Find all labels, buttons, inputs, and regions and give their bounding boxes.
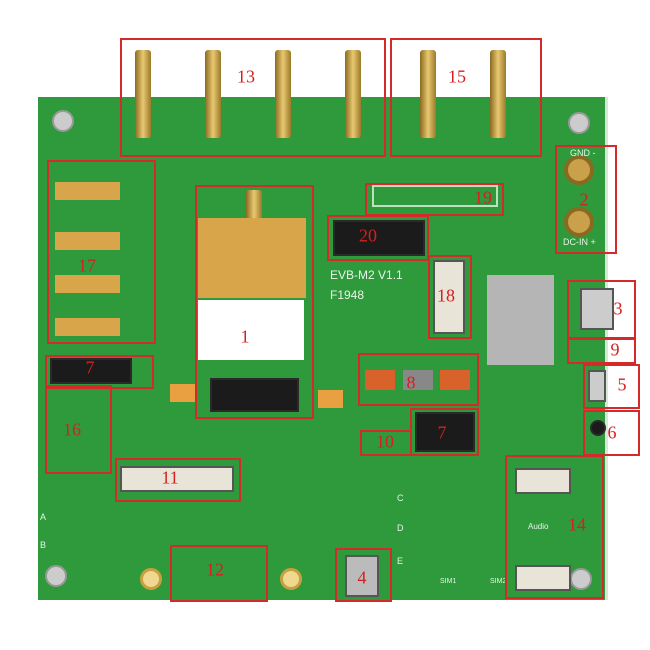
callout-box-19 xyxy=(365,183,504,216)
callout-box-14 xyxy=(505,455,604,599)
callout-label-6: 6 xyxy=(607,422,617,443)
sma-connector xyxy=(420,50,436,138)
row-label-a: A xyxy=(40,512,47,522)
row-label-b: B xyxy=(40,540,47,550)
sma-connector xyxy=(490,50,506,138)
sma-connector xyxy=(246,190,262,220)
callout-label-18: 18 xyxy=(437,285,455,306)
callout-box-8 xyxy=(358,353,479,406)
callout-box-20 xyxy=(327,215,429,261)
callout-box-9 xyxy=(567,338,636,364)
sma-connector xyxy=(135,50,151,138)
row-label-c: C xyxy=(397,493,404,503)
dip-switch[interactable] xyxy=(403,370,433,390)
callout-label-8: 8 xyxy=(406,372,416,393)
callout-box-12 xyxy=(170,545,268,602)
row-label-d: D xyxy=(397,523,404,533)
sim-holder xyxy=(580,288,614,330)
capacitor xyxy=(170,384,195,402)
callout-label-5: 5 xyxy=(617,374,627,395)
sma-connector xyxy=(275,50,291,138)
callout-box-13 xyxy=(120,38,386,157)
callout-box-1 xyxy=(195,185,314,419)
callout-label-13: 13 xyxy=(237,66,255,87)
callout-box-11 xyxy=(115,458,241,502)
antenna-pad xyxy=(55,182,120,200)
slide-switch xyxy=(588,370,606,402)
dip-switch[interactable] xyxy=(440,370,470,390)
callout-label-10: 10 xyxy=(376,431,394,452)
callout-box-10 xyxy=(360,430,412,456)
callout-label-7-left: 7 xyxy=(85,357,95,378)
callout-label-14: 14 xyxy=(568,514,586,535)
callout-box-5 xyxy=(583,364,640,409)
audio-connector xyxy=(515,468,571,494)
board-code: F1948 xyxy=(330,288,365,302)
rf-shield xyxy=(487,275,554,365)
screw xyxy=(52,110,74,132)
m2-slot xyxy=(210,378,299,412)
row-label-e: E xyxy=(397,556,404,566)
fpc-connector xyxy=(433,260,465,334)
dip-switch[interactable] xyxy=(365,370,395,390)
callout-label-4: 4 xyxy=(357,567,367,588)
gnd-label: GND - xyxy=(570,148,596,158)
push-button[interactable] xyxy=(590,420,606,436)
callout-box-18 xyxy=(428,255,472,339)
module-shield-pad xyxy=(198,218,306,298)
mount-hole xyxy=(280,568,302,590)
callout-box-3 xyxy=(567,280,636,339)
callout-box-2 xyxy=(555,145,617,254)
sim2-label: SIM2 xyxy=(490,578,507,585)
callout-box-15 xyxy=(390,38,542,157)
callout-box-6 xyxy=(583,410,640,456)
callout-label-7-right: 7 xyxy=(437,422,447,443)
callout-label-16: 16 xyxy=(63,419,81,440)
callout-label-1: 1 xyxy=(240,326,250,347)
callout-label-2: 2 xyxy=(579,189,589,210)
antenna-pad xyxy=(55,275,120,293)
antenna-pad xyxy=(55,318,120,336)
fpc-connector xyxy=(120,466,234,492)
audio-label: Audio xyxy=(528,522,549,531)
gnd-jack xyxy=(564,155,594,185)
pin-header xyxy=(415,412,475,452)
callout-box-4 xyxy=(335,548,392,602)
antenna-pad xyxy=(55,232,120,250)
sim1-label: SIM1 xyxy=(440,578,457,585)
callout-box-7-left xyxy=(45,355,154,389)
sma-connector xyxy=(205,50,221,138)
dcin-label: DC-IN + xyxy=(563,237,596,247)
sma-connector xyxy=(345,50,361,138)
capacitor xyxy=(318,390,343,408)
mount-hole xyxy=(140,568,162,590)
fpc-pads xyxy=(372,185,498,207)
callout-box-16 xyxy=(45,385,112,474)
callout-label-11: 11 xyxy=(161,467,179,488)
audio-connector xyxy=(515,565,571,591)
callout-label-12: 12 xyxy=(206,559,224,580)
callout-label-9: 9 xyxy=(610,339,620,360)
callout-label-15: 15 xyxy=(448,66,466,87)
board-name: EVB-M2 V1.1 xyxy=(330,268,403,282)
callout-label-19: 19 xyxy=(474,187,492,208)
usb-c-connector xyxy=(345,555,379,597)
callout-label-17: 17 xyxy=(78,255,96,276)
screw xyxy=(568,112,590,134)
screw xyxy=(45,565,67,587)
callout-label-20: 20 xyxy=(359,225,377,246)
callout-box-17 xyxy=(47,160,156,344)
screw xyxy=(570,568,592,590)
callout-label-3: 3 xyxy=(613,298,623,319)
pin-header xyxy=(333,220,425,256)
pin-header xyxy=(50,358,132,384)
module-slot-area xyxy=(198,300,304,360)
dcin-jack xyxy=(564,207,594,237)
